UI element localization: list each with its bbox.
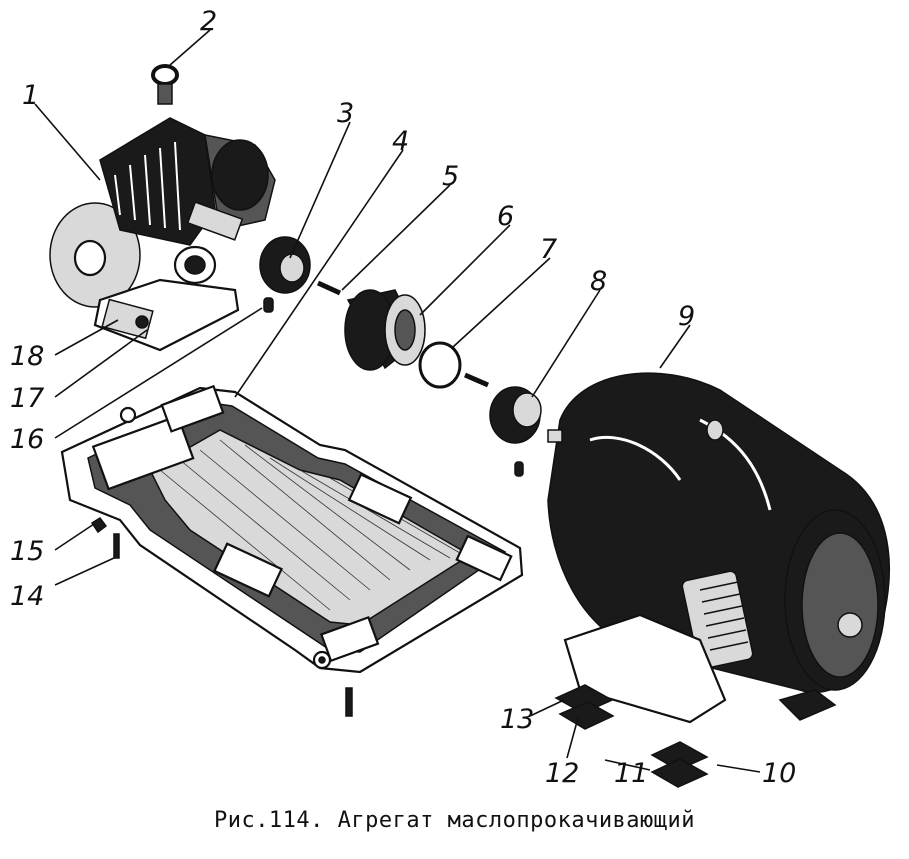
callout-8: 8 [590,266,607,297]
retaining-ring [418,341,462,389]
callout-16: 16 [10,424,44,455]
drive-gear [259,236,311,294]
callout-3: 3 [337,98,354,129]
callout-labels: 1 2 3 4 5 6 7 8 9 10 11 12 13 14 15 16 1… [10,6,796,789]
callout-15: 15 [10,536,44,567]
eye-bolt [151,64,179,105]
grease-nipple [90,516,108,534]
pin [316,280,342,296]
callout-4: 4 [392,126,409,157]
bottom-pin [345,687,353,717]
short-pin [464,372,489,388]
callout-6: 6 [497,201,514,232]
small-key-motor [514,461,524,477]
pump-assembly [49,117,276,352]
callout-12: 12 [545,758,579,789]
callout-13: 13 [500,704,534,735]
callout-9: 9 [678,301,695,332]
base-frame [60,384,524,674]
callout-10: 10 [762,758,796,789]
callout-17: 17 [10,383,44,414]
callout-14: 14 [10,581,44,612]
callout-18: 18 [10,341,44,372]
figure-caption: Рис.114. Агрегат маслопрокачивающий [213,808,696,833]
dowel-pin [113,533,120,559]
callout-11: 11 [614,758,648,789]
motor-gear [489,386,542,444]
electric-motor [547,372,890,724]
callout-7: 7 [540,234,557,265]
shim-plates [554,684,709,788]
callout-2: 2 [200,6,217,37]
small-key-16 [263,297,274,313]
callout-1: 1 [22,80,39,111]
motor-foot-shim [778,689,837,721]
callout-5: 5 [442,161,459,192]
leader-lines [34,29,761,773]
coupling-sleeve [344,289,426,371]
